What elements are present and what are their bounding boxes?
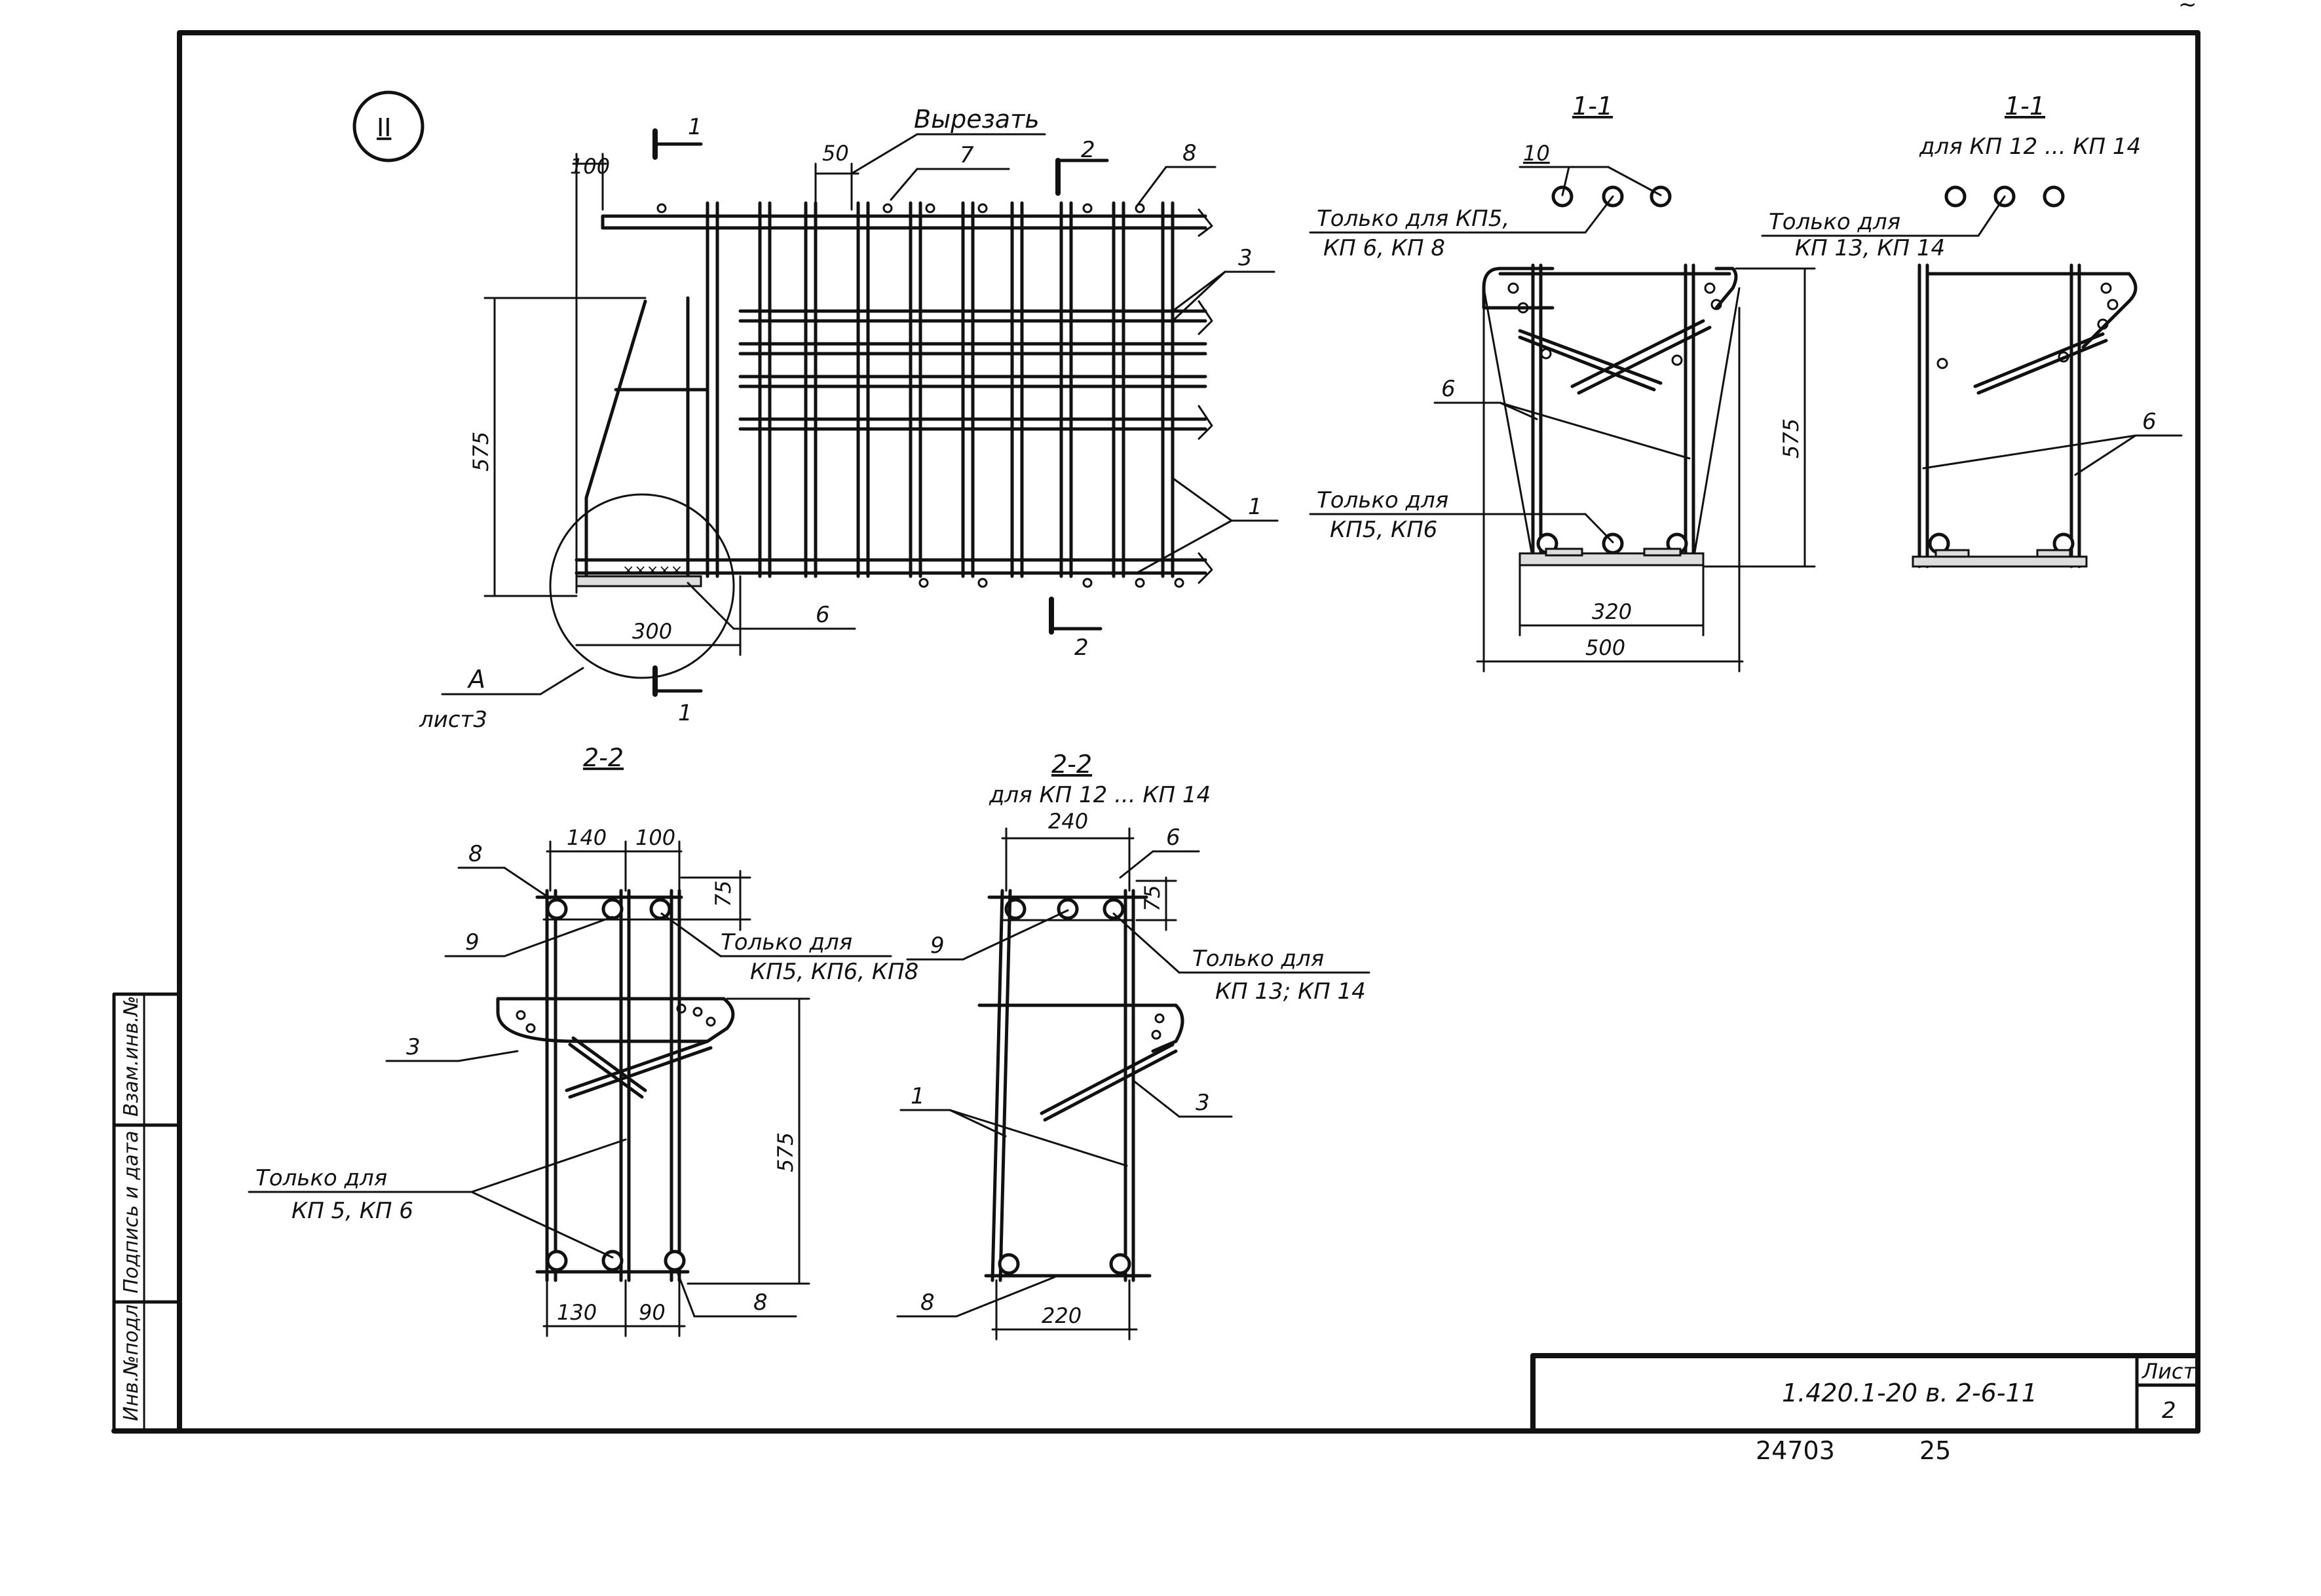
s22-dim-100: 100 [635, 825, 675, 850]
callout-sheet: лист3 [419, 707, 487, 733]
s11-note-top-2: КП 6, КП 8 [1323, 235, 1445, 261]
svg-text:×××××: ××××× [622, 563, 683, 579]
s22-title: 2-2 [583, 743, 624, 772]
s22-note-bottom-1: Только для [255, 1165, 387, 1191]
side-stamp: Инв.№подл. Подпись и дата Взам.инв.№ [112, 992, 181, 1433]
cut-mark-1-bottom: 1 [678, 700, 692, 726]
cut-mark-1-top: 1 [688, 114, 702, 140]
s22b-title: 2-2 [1051, 750, 1092, 779]
s22b-dim-75: 75 [1140, 885, 1165, 912]
s22b-subtitle: для КП 12 ... КП 14 [989, 782, 1211, 808]
callout-letter: А [466, 665, 485, 694]
s11-note-top-1: Только для КП5, [1317, 206, 1509, 232]
sheet-number: 2 [2162, 1398, 2176, 1424]
s22b-dim-220: 220 [1042, 1303, 1082, 1328]
section-1-1: 1-1 10 Только для КП5, КП 6, КП 8 [1309, 92, 1816, 673]
sheet-frame [177, 30, 2200, 1434]
s22-pos-3: 3 [406, 1034, 421, 1060]
s11-pos-10: 10 [1523, 141, 1550, 166]
main-pos-3: 3 [1238, 245, 1253, 271]
s11-title: 1-1 [1572, 92, 1613, 121]
s22-note-top-1: Только для [721, 929, 852, 956]
cut-mark-2-bottom: 2 [1074, 635, 1089, 661]
section-2-2: 2-2 140 100 75 [248, 743, 918, 1337]
main-dim-300: 300 [632, 619, 672, 644]
corner-mark: ~ [2178, 0, 2197, 18]
cut-callout: Вырезать [914, 105, 1040, 134]
s11-note-bottom-2: КП5, КП6 [1330, 517, 1437, 543]
s22b-pos-9: 9 [930, 933, 945, 959]
s22-dim-140: 140 [567, 825, 607, 850]
s11-dim-500: 500 [1585, 635, 1625, 660]
s22b-dim-240: 240 [1048, 809, 1088, 834]
s22-dim-130: 130 [557, 1300, 597, 1325]
s11b-pos-6: 6 [2142, 409, 2157, 435]
main-pos-6: 6 [816, 602, 830, 628]
s11b-subtitle: для КП 12 ... КП 14 [1919, 134, 2141, 160]
s22-dim-75: 75 [711, 880, 736, 907]
s22b-pos-1: 1 [911, 1083, 925, 1109]
s11-dim-575: 575 [1779, 418, 1803, 458]
s22-pos-9: 9 [465, 929, 480, 956]
s22b-pos-6: 6 [1166, 825, 1180, 851]
stamp-inv-number: Инв.№подл. [120, 1298, 143, 1421]
document-code: 1.420.1-20 в. 2-6-11 [1782, 1379, 2037, 1407]
section-1-1-b: 1-1 для КП 12 ... КП 14 Только для КП 13… [1761, 92, 2183, 568]
stamp-replace-inv: Взам.инв.№ [120, 995, 143, 1117]
s22-dim-90: 90 [639, 1300, 666, 1325]
s22-note-bottom-2: КП 5, КП 6 [292, 1198, 413, 1224]
main-dim-50: 50 [822, 141, 849, 166]
s11b-note-1: Только для [1769, 209, 1900, 235]
main-pos-8: 8 [1182, 140, 1197, 166]
main-dim-575: 575 [468, 432, 493, 472]
s22b-note-2: КП 13; КП 14 [1215, 978, 1366, 1005]
main-dim-100: 100 [570, 154, 610, 179]
s22b-pos-3: 3 [1196, 1090, 1210, 1116]
s11b-title: 1-1 [2005, 92, 2045, 121]
title-block: 1.420.1-20 в. 2-6-11 Лист 2 [1530, 1353, 2200, 1434]
s11-dim-320: 320 [1592, 599, 1632, 624]
main-pos-1: 1 [1248, 494, 1262, 520]
s22-pos-8-top: 8 [468, 841, 483, 867]
s22b-pos-8: 8 [920, 1290, 935, 1316]
stamp-signature-date: Подпись и дата [120, 1131, 143, 1294]
s11-note-bottom-1: Только для [1317, 487, 1448, 513]
sheet-label: Лист [2142, 1359, 2196, 1384]
page-number: 25 [1919, 1436, 1951, 1465]
section-2-2-b: 2-2 для КП 12 ... КП 14 240 75 220 6 [896, 750, 1370, 1341]
detail-marker-circle [352, 90, 425, 162]
archive-number: 24703 [1756, 1436, 1835, 1465]
s11b-note-2: КП 13, КП 14 [1795, 235, 1945, 261]
s11-pos-6: 6 [1441, 376, 1456, 402]
s22-dim-575: 575 [773, 1132, 798, 1172]
main-view: ××××× 100 50 575 300 Вырезать 8 7 3 [419, 105, 1279, 733]
main-pos-7: 7 [960, 142, 974, 168]
s22-note-top-2: КП5, КП6, КП8 [750, 959, 918, 985]
s22b-note-1: Только для [1192, 946, 1324, 972]
cut-mark-2-top: 2 [1081, 137, 1095, 163]
detail-marker: II [377, 113, 391, 142]
s22-pos-8-bottom: 8 [753, 1290, 768, 1316]
